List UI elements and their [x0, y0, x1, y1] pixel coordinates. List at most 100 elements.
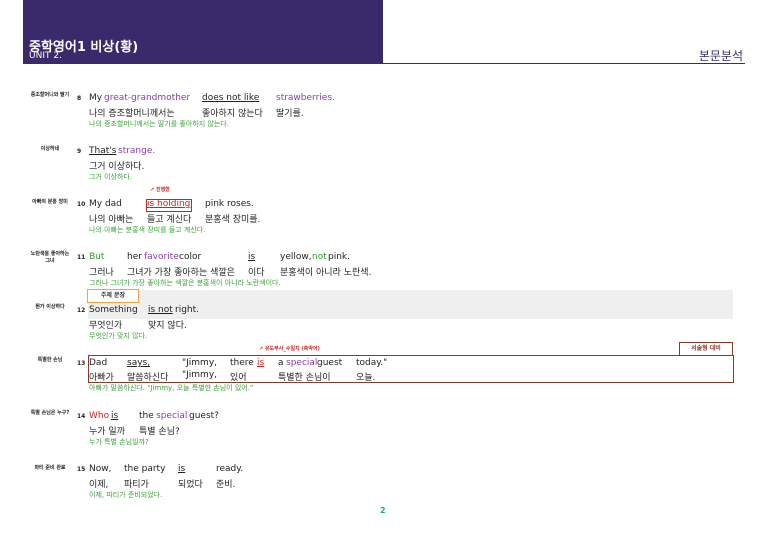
en-token: the [139, 411, 154, 421]
translation: 이제, 파티가 준비되었다. [89, 491, 163, 499]
translation: 나의 아빠는 분홍색 장미를 들고 계신다. [89, 226, 206, 234]
row-label: 이상하네 [40, 146, 60, 152]
en-token: Dad [89, 358, 108, 368]
translation: 나의 증조할머니께서는 딸기를 좋아하지 않는다. [89, 120, 229, 128]
row-label: 파티 준비 완료 [34, 465, 66, 471]
ko-token: 맞지 않다. [148, 321, 187, 331]
en-token: pink roses. [205, 199, 254, 209]
ko-token: 들고 계신다 [147, 215, 192, 225]
en-token: yellow, [280, 252, 312, 262]
ko-token: 나의 증조할머니께서는 [89, 109, 175, 119]
en-token: special [156, 411, 188, 421]
page-number: 2 [380, 506, 386, 515]
ko-token: 준비. [216, 480, 236, 490]
ko-token: 아빠가 [89, 373, 114, 383]
row-number: 13 [77, 360, 86, 367]
en-token: says, [127, 358, 151, 368]
translation: 무엇인가 맞지 않다. [89, 332, 148, 340]
ko-token: 분홍색 장미를. [205, 215, 261, 225]
ko-token: 나의 아빠는 [89, 215, 134, 225]
row-number: 8 [77, 95, 82, 102]
ko-token: 특별 손님? [139, 427, 180, 437]
row-number: 10 [77, 201, 86, 208]
en-token: there [230, 358, 254, 368]
en-token: her [127, 252, 142, 262]
en-token: guest [317, 358, 343, 368]
sentence-box [88, 355, 734, 383]
en-token: But [89, 252, 105, 262]
en-token: not [312, 252, 327, 262]
ko-token: 무엇인가 [89, 321, 123, 331]
en-token: is [248, 252, 256, 262]
en-token: favorite [144, 252, 179, 262]
row-number: 11 [77, 254, 86, 261]
progressive-highlight [146, 199, 192, 212]
translation: 그거 이상하다. [89, 173, 133, 181]
en-token: great-grandmother [104, 93, 191, 103]
en-token: That's [89, 146, 117, 156]
book-title: 중학영어1 비상(황) [29, 40, 139, 55]
en-token: today." [356, 358, 388, 368]
descriptive-prep-tag: 서술형 대비 [679, 342, 733, 356]
en-token: special [286, 358, 318, 368]
ko-token: 좋아하지 않는다 [202, 109, 263, 119]
en-token: Something [89, 305, 138, 315]
en-token: the party [124, 464, 166, 474]
translation: 아빠가 말씀하신다. "Jimmy, 오늘 특별한 손님이 있어." [89, 384, 254, 392]
en-token: pink. [328, 252, 350, 262]
topic-sentence-tag: 주제 문장 [87, 289, 139, 303]
ko-token: 그녀가 가장 좋아하는 색깔은 [127, 268, 235, 278]
en-token: is [257, 358, 265, 368]
ko-token: 이다 [248, 268, 265, 278]
ko-token: 되었다 [178, 480, 203, 490]
en-token: guest? [189, 411, 219, 421]
ko-token: "Jimmy, [182, 370, 218, 380]
row-label: 노란색을 좋아하는 그녀 [30, 251, 70, 264]
en-token: is [178, 464, 186, 474]
en-token: color [179, 252, 202, 262]
en-token: is holding [147, 199, 191, 209]
row-label: 증조할머니와 딸기 [30, 92, 70, 98]
en-token: is [111, 411, 119, 421]
ko-token: 그거 이상하다. [89, 162, 145, 172]
unit-label: UNIT 2. [29, 51, 62, 61]
agreement-note: ↗ 유도부사_수일치 (축약어) [259, 346, 320, 352]
ko-token: 분홍색이 아니라 노란색. [280, 268, 372, 278]
row-number: 12 [77, 307, 86, 314]
translation: 누가 특별 손님일까? [89, 438, 149, 446]
en-token: Now, [89, 464, 112, 474]
row-label: 특별 손님은 누구? [30, 410, 70, 416]
en-token: My dad [89, 199, 122, 209]
en-token: a [278, 358, 284, 368]
row-label: 특별한 손님 [37, 357, 63, 363]
ko-token: 있어 [230, 373, 247, 383]
header-divider [23, 63, 745, 64]
ko-token: 파티가 [124, 480, 149, 490]
translation: 그러나 그녀가 가장 좋아하는 색깔은 분홍색이 아니라 노란색이다. [89, 279, 281, 287]
row-number: 9 [77, 148, 82, 155]
ko-token: 이제, [89, 480, 109, 490]
en-token: Who [89, 411, 110, 421]
ko-token: 누가 일까 [89, 427, 125, 437]
en-token: "Jimmy, [182, 358, 218, 368]
section-title: 본문분석 [698, 49, 743, 63]
en-token: does not like [202, 93, 260, 103]
ko-token: 특별한 손님이 [278, 373, 331, 383]
en-token: right. [175, 305, 200, 315]
row-label: 아빠의 분홍 장미 [32, 199, 68, 205]
en-token: strange. [118, 146, 156, 156]
en-token: strawberries. [276, 93, 335, 103]
row-number: 15 [77, 466, 86, 473]
en-token: is not [148, 305, 173, 315]
en-token: ready. [216, 464, 244, 474]
topic-sentence-highlight [88, 290, 733, 319]
header-banner: 중학영어1 비상(황) UNIT 2. [23, 0, 383, 64]
ko-token: 그러나 [89, 268, 114, 278]
progressive-note: ↗ 진행형 [150, 187, 170, 193]
row-label: 뭔가 이상하다 [35, 304, 65, 310]
ko-token: 말씀하신다 [127, 373, 169, 383]
ko-token: 딸기를. [276, 109, 304, 119]
row-number: 14 [77, 413, 86, 420]
ko-token: 오늘. [356, 373, 376, 383]
en-token: My [89, 93, 103, 103]
